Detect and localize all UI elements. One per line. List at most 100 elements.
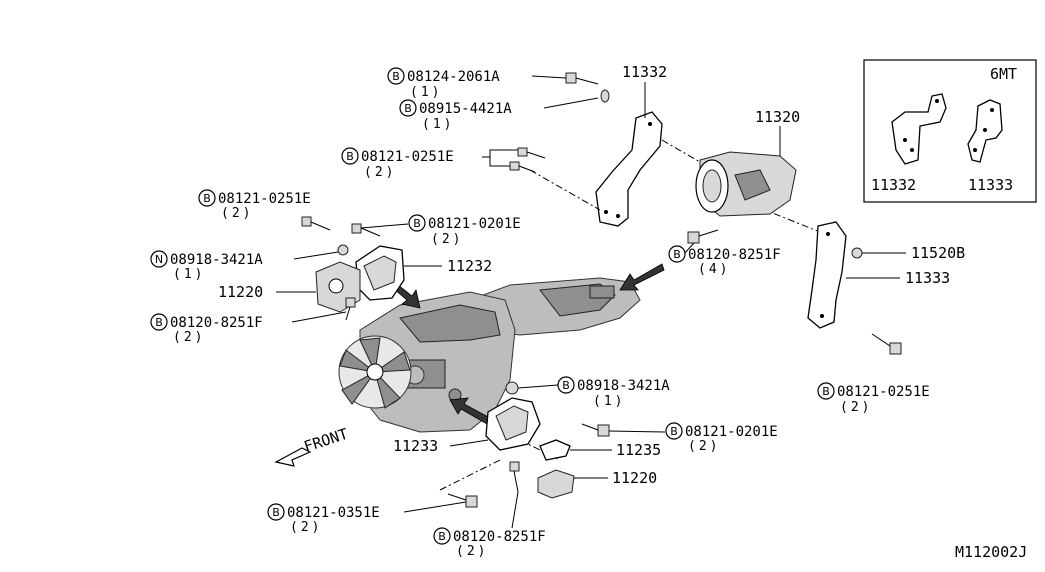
bolt-08121-0201E-lower-icon	[581, 423, 610, 437]
front-label: FRONT	[302, 425, 351, 456]
callout-qty: (2)	[840, 400, 872, 415]
callout-08120-8251F-bottom: B 08120-8251F (2)	[433, 527, 546, 559]
inset-6mt: 6MT 11332 11333	[863, 59, 1037, 203]
callout-part-number: 08918-3421A	[577, 378, 670, 394]
svg-text:B: B	[822, 385, 830, 398]
svg-text:B: B	[673, 248, 681, 261]
svg-text:B: B	[272, 506, 280, 519]
part-11235	[539, 439, 612, 461]
svg-text:B: B	[404, 102, 412, 115]
label-11520B: 11520B	[911, 244, 965, 262]
part-11332	[595, 82, 663, 227]
callout-08120-8251F-left: B 08120-8251F (2)	[150, 313, 263, 345]
bolts-08121-0251E-top-icon	[509, 147, 546, 173]
inset-label: 6MT	[990, 65, 1017, 83]
nut-11520B-icon	[851, 247, 863, 259]
callout-part-number: 08120-8251F	[453, 529, 546, 545]
bolt-08120-8251F-right-icon	[687, 229, 719, 244]
bolt-08121-0251E-right-icon	[871, 333, 902, 355]
diagram-code: M112002J	[955, 543, 1027, 561]
part-11520B	[851, 247, 906, 259]
callout-part-number: 08121-0251E	[218, 191, 311, 207]
callout-08918-3421A-left: N 08918-3421A (1)	[150, 250, 263, 282]
nut-08918-3421A-left-icon	[337, 244, 349, 256]
callout-qty: (1)	[410, 85, 442, 100]
arrow-lower-mount-icon	[449, 397, 491, 425]
callout-qty: (2)	[431, 232, 463, 247]
fasteners	[301, 72, 902, 508]
inset-bracket-11333-icon	[967, 99, 1003, 163]
callout-part-number: 08121-0251E	[361, 149, 454, 165]
callout-qty: (2)	[364, 165, 396, 180]
callout-qty: (2)	[688, 439, 720, 454]
svg-text:N: N	[155, 253, 163, 266]
cooling-fan-icon	[338, 335, 412, 409]
front-direction-indicator: FRONT	[274, 425, 351, 467]
svg-text:B: B	[413, 217, 421, 230]
callout-08918-3421A-center: B 08918-3421A (1)	[557, 376, 670, 409]
callout-08121-0251E-left: B 08121-0251E (2)	[198, 189, 311, 221]
label-11320: 11320	[755, 108, 800, 126]
callout-part-number: 08120-8251F	[170, 315, 263, 331]
label-11232: 11232	[447, 257, 492, 275]
label-11220-top: 11220	[218, 283, 263, 301]
bolt-08121-0251E-left-icon	[301, 216, 331, 231]
callout-part-number: 08120-8251F	[688, 247, 781, 263]
label-11333: 11333	[905, 269, 950, 287]
svg-text:B: B	[438, 530, 446, 543]
svg-text:B: B	[562, 379, 570, 392]
part-11320	[695, 126, 797, 217]
bolt-08121-0201E-top-icon	[351, 223, 381, 237]
callout-qty: (4)	[698, 262, 730, 277]
bolt-08120-8251F-left-icon	[345, 297, 356, 321]
svg-text:B: B	[392, 70, 400, 83]
callout-08121-0201E-lower: B 08121-0201E (2)	[665, 422, 778, 454]
bracket-11332-icon	[595, 111, 663, 227]
callout-qty: (2)	[290, 520, 322, 535]
callout-qty: (1)	[173, 267, 205, 282]
callout-part-number: 08121-0251E	[837, 384, 930, 400]
inset-part-11332: 11332	[871, 176, 916, 194]
callout-qty: (1)	[422, 117, 454, 132]
inset-part-11333: 11333	[968, 176, 1013, 194]
svg-text:B: B	[670, 425, 678, 438]
part-11233	[449, 397, 541, 451]
part-11333	[807, 221, 900, 329]
label-11220-bottom: 11220	[612, 469, 657, 487]
bolt-08124-2061A-icon	[565, 72, 599, 85]
nut-08918-3421A-center-icon	[505, 381, 519, 395]
engine-head	[399, 304, 501, 343]
part-11232	[355, 245, 442, 301]
svg-text:B: B	[203, 192, 211, 205]
callout-qty: (1)	[593, 394, 625, 409]
callout-08120-8251F-right: B 08120-8251F (4)	[668, 245, 781, 277]
svg-text:B: B	[155, 316, 163, 329]
callout-08121-0251E-top: B 08121-0251E (2)	[341, 147, 454, 180]
washer-08915-4421A-icon	[600, 89, 610, 103]
callout-qty: (2)	[456, 544, 488, 559]
label-11235: 11235	[616, 441, 661, 459]
callout-part-number: 08121-0201E	[428, 216, 521, 232]
bolt-08120-8251F-bottom-icon	[509, 461, 520, 493]
inset-bracket-11332-icon	[891, 93, 947, 165]
callout-part-number: 08918-3421A	[170, 252, 263, 268]
callout-leaders	[291, 75, 695, 529]
callout-08915-4421A: B 08915-4421A (1)	[399, 99, 512, 132]
bracket-11235-icon	[539, 439, 571, 461]
callout-part-number: 08124-2061A	[407, 69, 500, 85]
part-11220-rear	[537, 469, 608, 499]
label-11233: 11233	[393, 437, 438, 455]
callout-08121-0251E-right: B 08121-0251E (2)	[817, 382, 930, 415]
callout-08121-0351E: B 08121-0351E (2)	[267, 503, 380, 535]
callout-part-number: 08121-0351E	[287, 505, 380, 521]
callout-08124-2061A: B 08124-2061A (1)	[387, 67, 500, 100]
svg-text:B: B	[346, 150, 354, 163]
callout-qty: (2)	[173, 330, 205, 345]
callout-part-number: 08121-0201E	[685, 424, 778, 440]
label-11332: 11332	[622, 63, 667, 81]
arrow-rear-mount-icon	[619, 263, 665, 291]
engine-transmission-assembly	[338, 277, 641, 433]
callout-08121-0201E-top: B 08121-0201E (2)	[408, 214, 521, 247]
